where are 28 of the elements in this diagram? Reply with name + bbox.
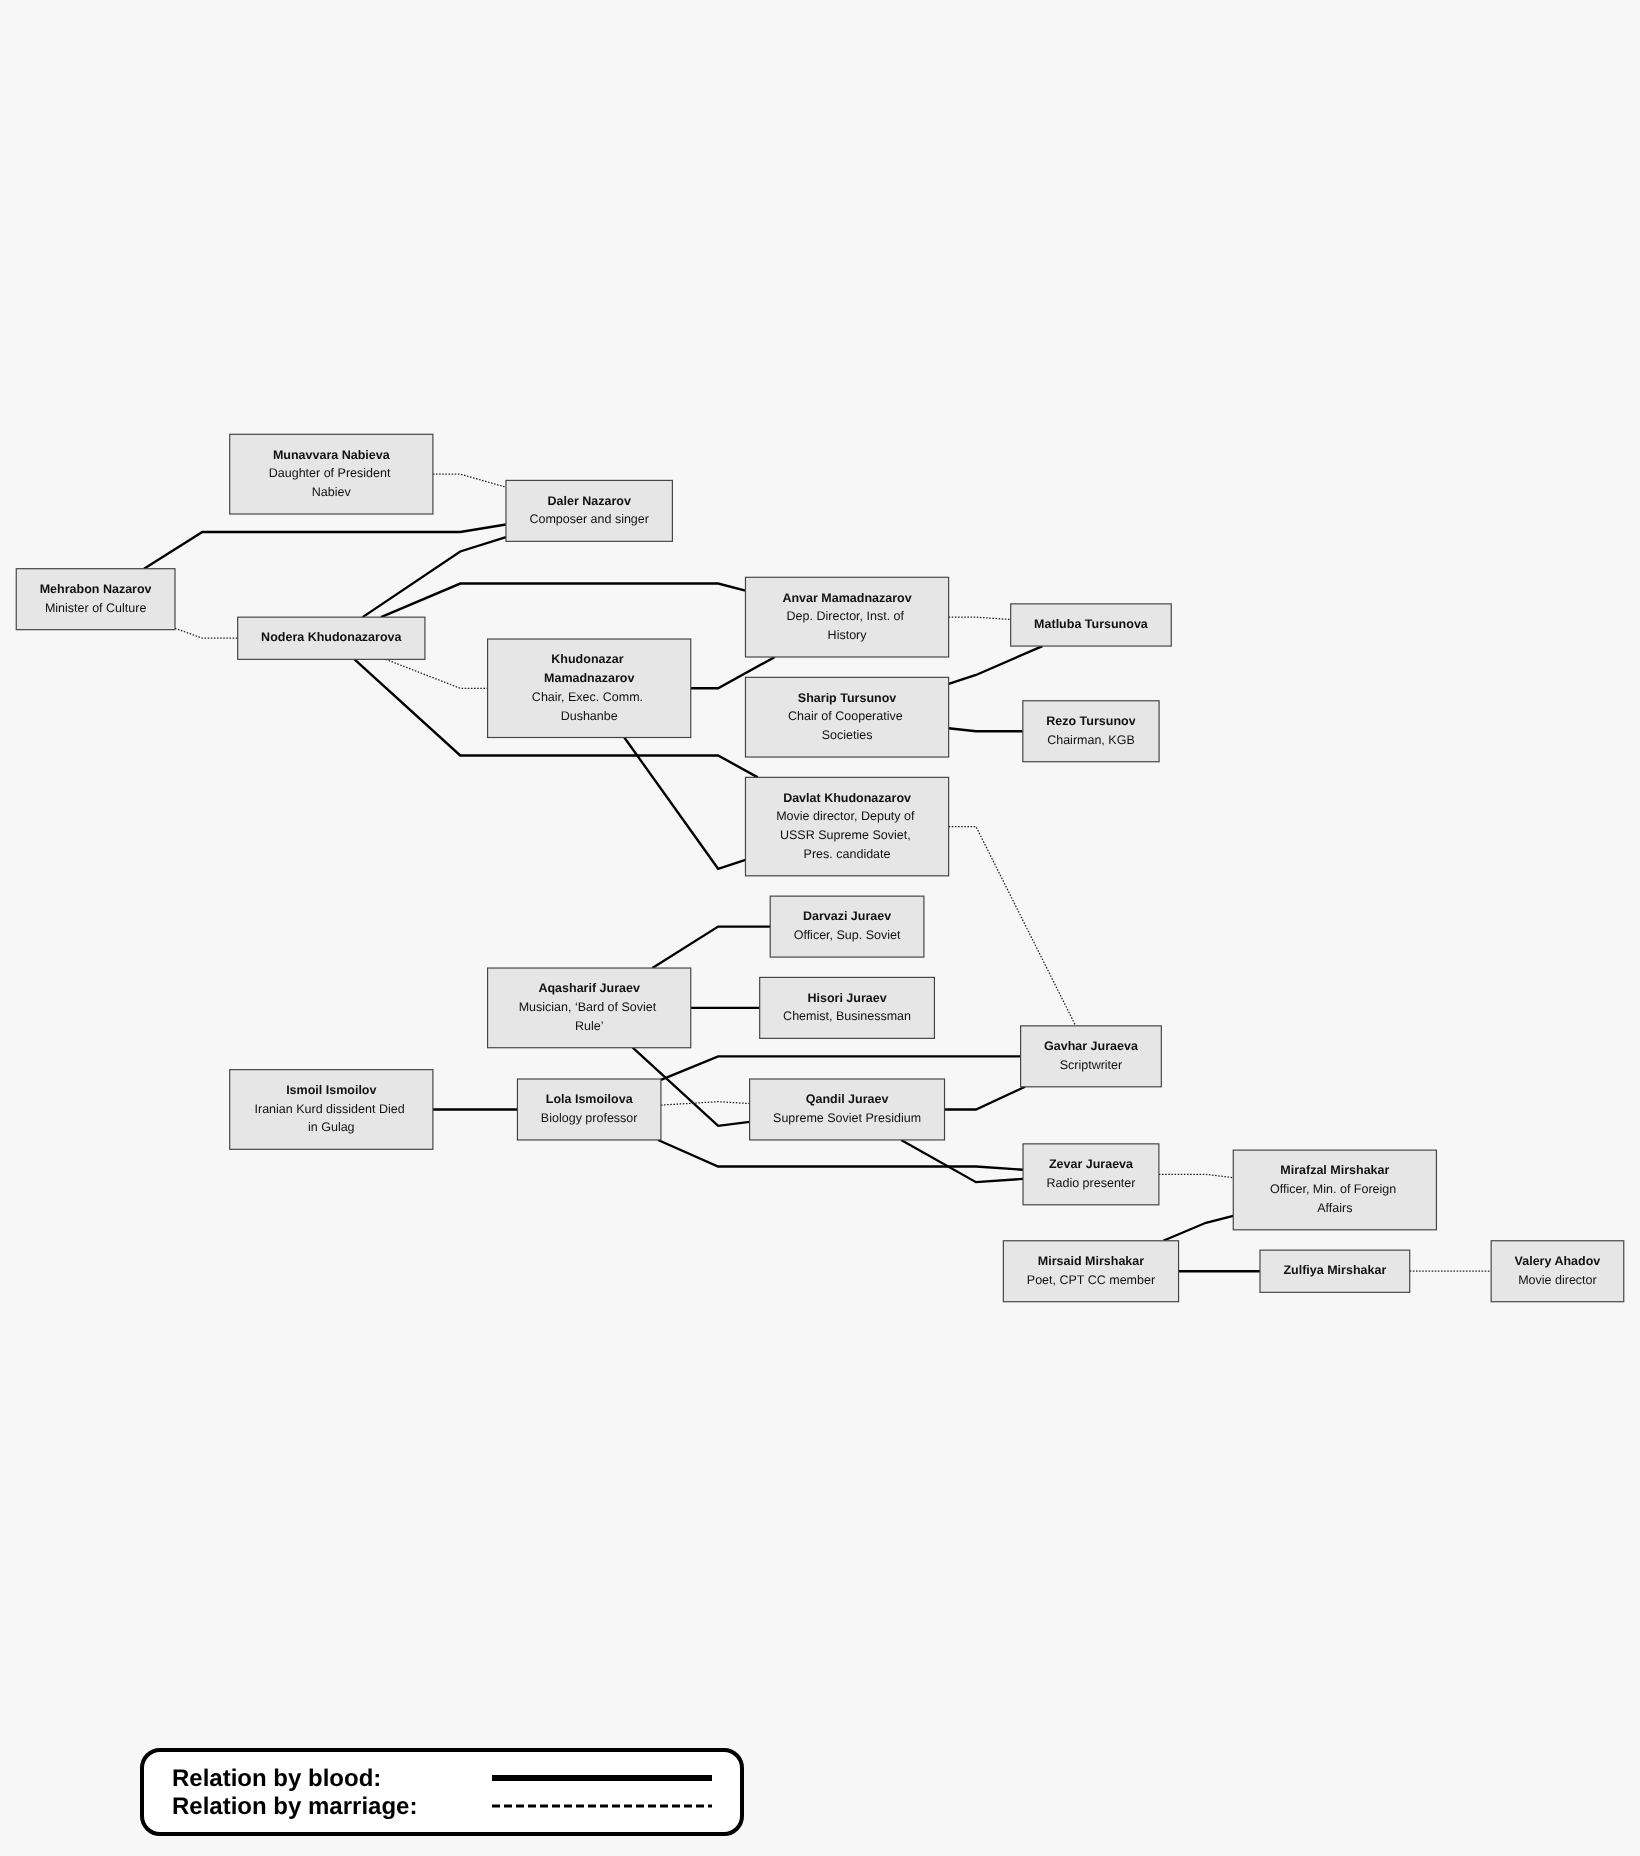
connector <box>690 1006 760 1010</box>
connector <box>657 1138 1024 1171</box>
legend-label: Relation by blood: <box>172 1764 384 1792</box>
connector <box>690 655 776 690</box>
connector <box>385 658 489 689</box>
connector <box>948 825 1077 1027</box>
connector <box>353 658 759 779</box>
connector <box>660 1055 1021 1081</box>
connector <box>362 536 507 619</box>
connector <box>651 925 771 969</box>
connector <box>1178 1270 1260 1273</box>
connector <box>900 1138 1024 1184</box>
connector <box>432 473 507 488</box>
connector <box>660 1101 751 1106</box>
connector <box>380 582 746 619</box>
connector <box>432 1108 518 1111</box>
connector <box>1409 1270 1492 1272</box>
legend-label: Relation by marriage: <box>172 1792 420 1820</box>
connector <box>948 727 1023 733</box>
connector <box>948 616 1012 621</box>
connector <box>623 736 746 871</box>
connector <box>174 627 239 639</box>
connector <box>944 1085 1026 1111</box>
connector <box>631 1046 750 1128</box>
connector <box>948 645 1043 686</box>
connector <box>143 523 507 570</box>
connector <box>1162 1214 1234 1242</box>
connector <box>1158 1173 1234 1179</box>
